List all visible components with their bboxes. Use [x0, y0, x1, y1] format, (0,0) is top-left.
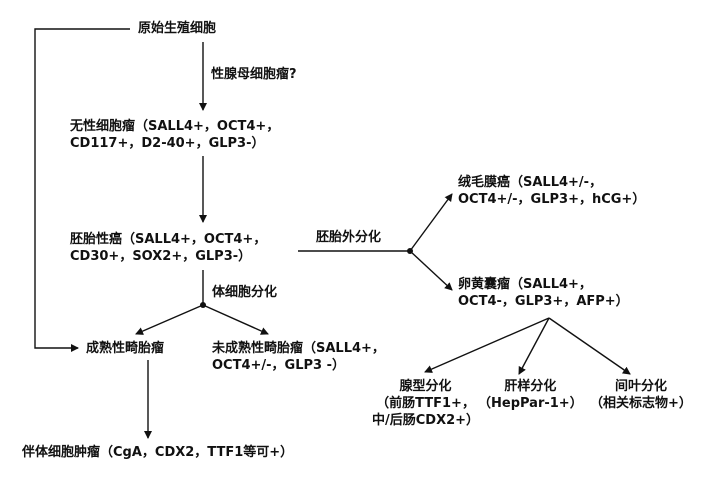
node-yolk-sac-tumor-line1: 卵黄囊瘤（SALL4+， — [458, 277, 592, 292]
node-somatic-type-tumor: 伴体细胞肿瘤（CgA，CDX2，TTF1等可+） — [22, 444, 293, 461]
node-choriocarcinoma-line2: OCT4+/-，GLP3+，hCG+） — [458, 192, 646, 207]
arrow-pgc-to-mature-teratoma — [34, 28, 130, 352]
node-embryonal-carcinoma: 胚胎性癌（SALL4+，OCT4+， CD30+，SOX2+，GLP3-） — [70, 231, 266, 265]
node-hepatoid-differentiation: 肝样分化 （HepPar-1+） — [478, 378, 583, 412]
node-primordial-germ-cell: 原始生殖细胞 — [138, 20, 216, 37]
node-glandular-differentiation: 腺型分化 （前肠TTF1+， 中/后肠CDX2+） — [372, 378, 479, 429]
arrow-to-hepatoid — [518, 317, 550, 375]
node-mesenchymal-differentiation: 间叶分化 （相关标志物+） — [590, 378, 692, 412]
arrow-to-choriocarcinoma — [409, 193, 453, 252]
node-glandular-line1: 腺型分化 — [399, 379, 452, 394]
label-extraembryonic-differentiation: 胚胎外分化 — [316, 229, 381, 246]
arrow-to-mesenchymal — [548, 317, 631, 375]
label-somatic-differentiation: 体细胞分化 — [212, 284, 277, 301]
node-immature-teratoma-line1: 未成熟性畸胎瘤（SALL4+， — [212, 341, 385, 356]
node-immature-teratoma: 未成熟性畸胎瘤（SALL4+， OCT4+/-，GLP3 -） — [212, 340, 385, 374]
label-extraembryonic-text: 胚胎外分化 — [316, 230, 382, 245]
arrow-to-glandular — [424, 317, 550, 373]
node-mesenchymal-line2: （相关标志物+） — [590, 396, 692, 411]
node-somatic-type-tumor-text: 伴体细胞肿瘤（CgA，CDX2，TTF1等可+） — [22, 445, 294, 460]
arrow-to-yolk-sac — [409, 250, 453, 291]
node-immature-teratoma-line2: OCT4+/-，GLP3 -） — [212, 358, 345, 373]
node-gonadoblastoma: 性腺母细胞瘤? — [211, 66, 297, 83]
node-choriocarcinoma-line1: 绒毛膜癌（SALL4+/-， — [458, 175, 603, 190]
node-hepatoid-line2: （HepPar-1+） — [478, 396, 583, 411]
node-mesenchymal-line1: 间叶分化 — [614, 379, 667, 394]
node-yolk-sac-tumor: 卵黄囊瘤（SALL4+， OCT4-，GLP3+，AFP+） — [458, 276, 629, 310]
node-glandular-line3: 中/后肠CDX2+） — [372, 413, 480, 428]
node-glandular-line2: （前肠TTF1+， — [376, 396, 475, 411]
node-mature-teratoma: 成熟性畸胎瘤 — [86, 340, 164, 357]
node-hepatoid-line1: 肝样分化 — [504, 379, 557, 394]
node-primordial-germ-cell-text: 原始生殖细胞 — [138, 21, 217, 36]
node-dysgerminoma-line1: 无性细胞瘤（SALL4+，OCT4+， — [70, 119, 280, 134]
arrow-to-immature-teratoma — [202, 304, 269, 335]
arrow-to-mature-teratoma — [135, 304, 204, 335]
node-choriocarcinoma: 绒毛膜癌（SALL4+/-， OCT4+/-，GLP3+，hCG+） — [458, 174, 645, 208]
node-yolk-sac-tumor-line2: OCT4-，GLP3+，AFP+） — [458, 294, 629, 309]
node-dysgerminoma: 无性细胞瘤（SALL4+，OCT4+， CD117+，D2-40+，GLP3-） — [70, 118, 279, 152]
node-embryonal-carcinoma-line2: CD30+，SOX2+，GLP3-） — [70, 249, 252, 264]
node-dysgerminoma-line2: CD117+，D2-40+，GLP3-） — [70, 136, 265, 151]
node-embryonal-carcinoma-line1: 胚胎性癌（SALL4+，OCT4+， — [70, 232, 267, 247]
label-somatic-text: 体细胞分化 — [212, 285, 278, 300]
node-gonadoblastoma-text: 性腺母细胞瘤? — [211, 67, 297, 82]
node-mature-teratoma-text: 成熟性畸胎瘤 — [86, 341, 165, 356]
